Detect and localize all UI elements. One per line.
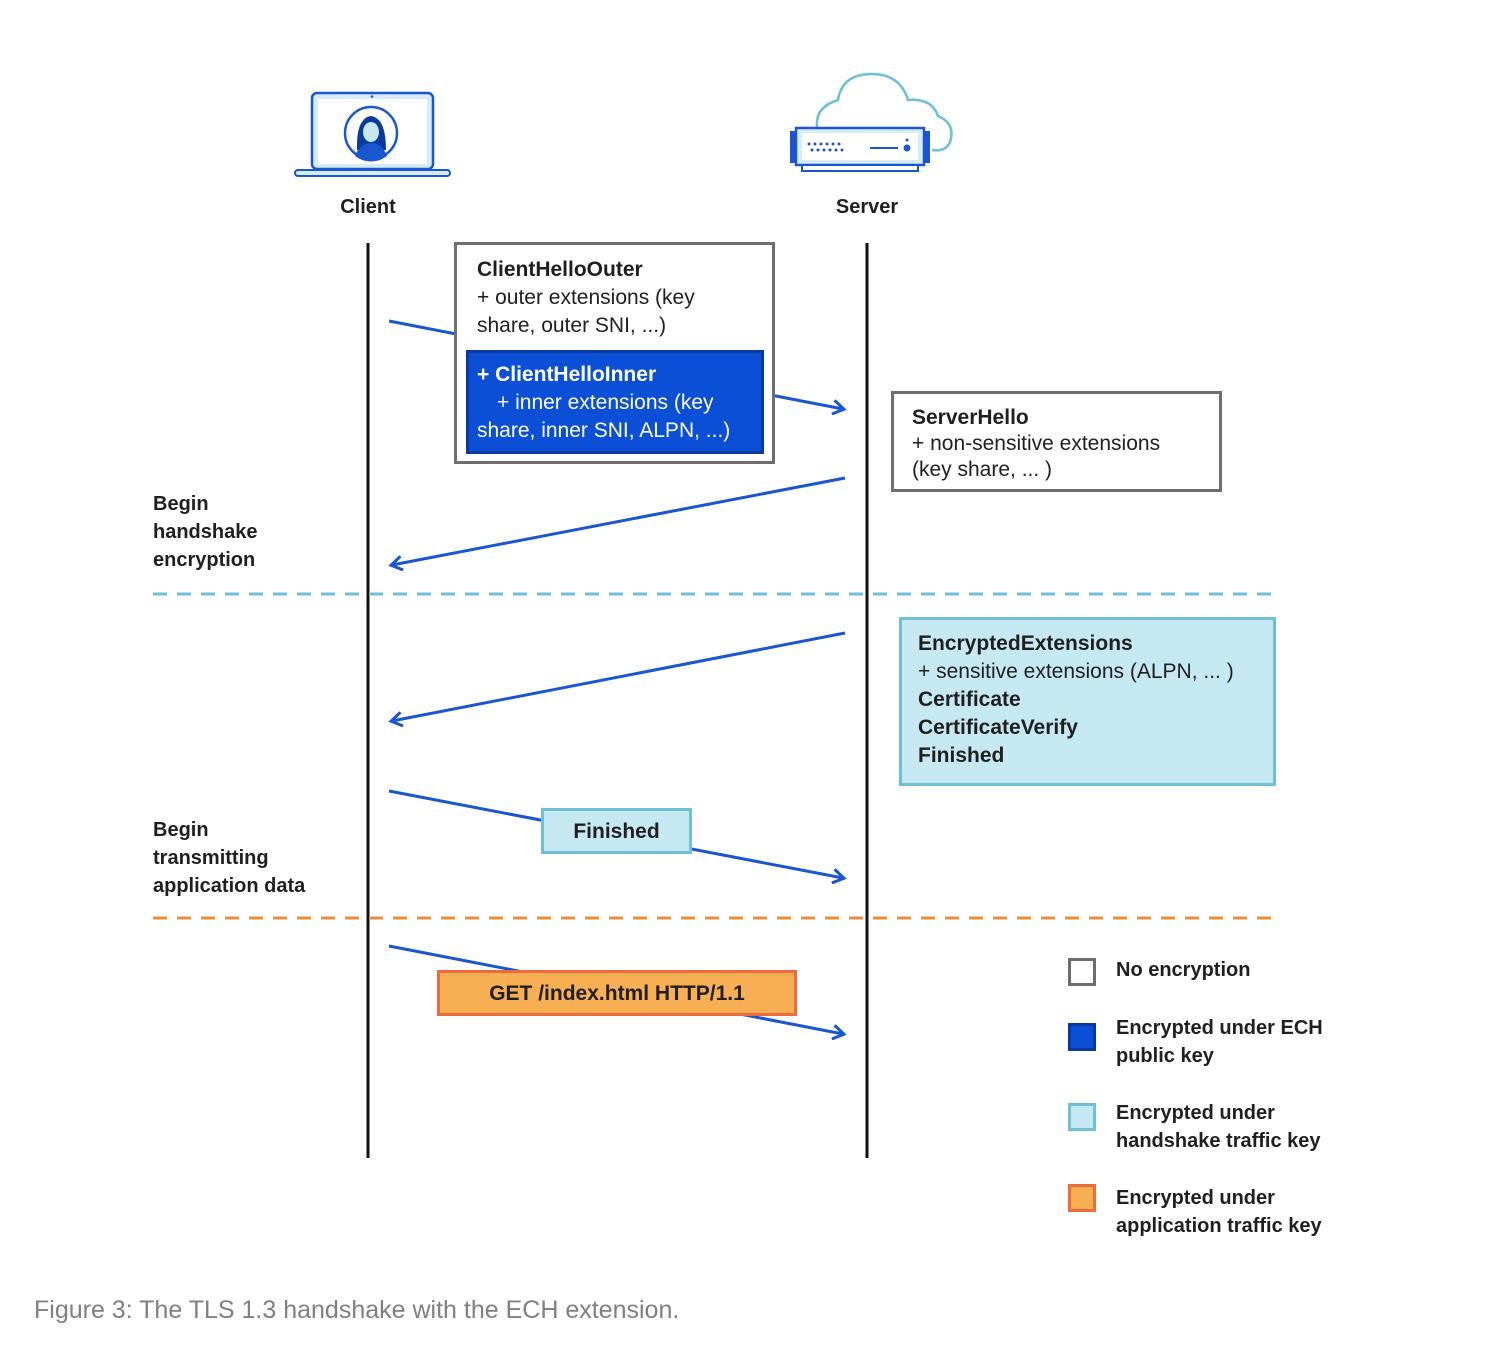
phase-line: application data: [153, 875, 306, 897]
arrow-server-hello: [392, 476, 846, 565]
encrypted-extensions-title: EncryptedExtensions: [918, 632, 1133, 655]
client-hello-inner-box: + ClientHelloInner + inner extensions (k…: [466, 350, 764, 454]
figure-caption: Figure 3: The TLS 1.3 handshake with the…: [34, 1296, 680, 1324]
legend-label: Encrypted under: [1116, 1102, 1275, 1124]
client-hello-inner-line: share, inner SNI, ALPN, ...): [477, 419, 731, 442]
encrypted-extensions-box: EncryptedExtensions + sensitive extensio…: [899, 617, 1276, 786]
phase-line: handshake: [153, 521, 258, 543]
legend-swatch: [1068, 958, 1096, 986]
server-label: Server: [835, 196, 899, 218]
legend-label: application traffic key: [1116, 1215, 1322, 1237]
client-hello-inner-line: + inner extensions (key: [497, 391, 714, 414]
certificate-verify-item: CertificateVerify: [918, 716, 1078, 739]
legend-item-ech: Encrypted under ECH public key: [1068, 1014, 1323, 1070]
server-hello-title: ServerHello: [912, 406, 1029, 429]
server-finished-item: Finished: [918, 744, 1005, 767]
client-finished-box: Finished: [541, 808, 692, 854]
legend-label: handshake traffic key: [1116, 1130, 1321, 1152]
phase-line: Begin: [153, 493, 209, 515]
certificate-item: Certificate: [918, 688, 1021, 711]
legend-swatch: [1068, 1184, 1096, 1212]
phase-line: transmitting: [153, 847, 269, 869]
legend-label: public key: [1116, 1045, 1214, 1067]
phase-line: Begin: [153, 819, 209, 841]
encrypted-extensions-line: + sensitive extensions (ALPN, ... ): [918, 660, 1234, 683]
arrow-encrypted-extensions: [392, 631, 846, 721]
legend-label: Encrypted under ECH: [1116, 1017, 1323, 1039]
legend-swatch: [1068, 1023, 1096, 1051]
legend-swatch: [1068, 1103, 1096, 1131]
legend-item-no-encryption: No encryption: [1068, 956, 1250, 986]
cloud-server-icon: [790, 72, 953, 172]
client-hello-outer-title: ClientHelloOuter: [477, 258, 643, 281]
legend-item-handshake: Encrypted under handshake traffic key: [1068, 1099, 1321, 1155]
client-hello-outer-line: share, outer SNI, ...): [477, 314, 667, 337]
client-finished-title: Finished: [573, 820, 660, 843]
phase-line: encryption: [153, 549, 256, 571]
legend-label: No encryption: [1116, 959, 1251, 981]
legend-label: Encrypted under: [1116, 1187, 1275, 1209]
laptop-user-icon: [294, 91, 451, 177]
phase-label-application: Begin transmitting application data: [153, 816, 353, 900]
server-hello-line: (key share, ... ): [912, 458, 1053, 481]
server-hello-line: + non-sensitive extensions: [912, 432, 1161, 455]
client-hello-outer-line: + outer extensions (key: [477, 286, 695, 309]
http-get-box: GET /index.html HTTP/1.1: [437, 970, 797, 1016]
client-label: Client: [340, 196, 396, 218]
phase-label-handshake: Begin handshake encryption: [153, 490, 353, 574]
http-get-title: GET /index.html HTTP/1.1: [489, 982, 745, 1005]
legend-item-application: Encrypted under application traffic key: [1068, 1184, 1322, 1240]
client-hello-inner-title: + ClientHelloInner: [477, 363, 657, 386]
server-hello-box: ServerHello + non-sensitive extensions (…: [891, 391, 1222, 492]
